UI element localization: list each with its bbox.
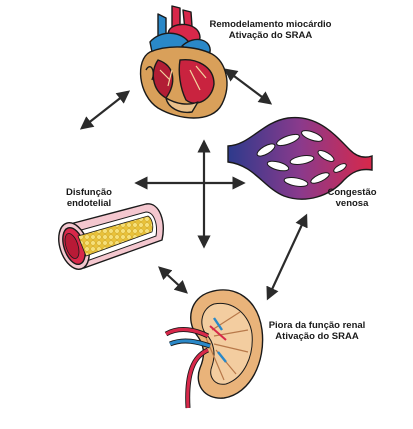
label-heart: Remodelamento miocárdio Ativação do SRAA <box>203 19 338 41</box>
label-endo-line1: Disfunção <box>66 187 112 198</box>
arrow-venous-renal <box>266 213 308 301</box>
arrow-heart-venous <box>223 68 273 105</box>
blood-vessel-icon <box>58 203 164 270</box>
label-renal: Piora da função renal Ativação do SRAA <box>262 320 372 342</box>
label-renal-line2: Ativação do SRAA <box>275 331 359 342</box>
label-heart-line2: Ativação do SRAA <box>228 30 313 41</box>
label-venous-line1: Congestão <box>327 187 377 198</box>
label-renal-line1: Piora da função renal <box>268 320 366 331</box>
kidney-icon <box>164 289 264 409</box>
label-venous: Congestão venosa <box>322 187 382 209</box>
label-venous-line2: venosa <box>335 198 369 209</box>
label-endo-line2: endotelial <box>66 198 112 209</box>
label-heart-line1: Remodelamento miocárdio <box>209 19 332 30</box>
heart-icon <box>139 5 228 119</box>
arrow-endo-renal <box>158 266 188 294</box>
vein-network-icon <box>227 116 373 200</box>
label-endothelial: Disfunção endotelial <box>58 187 120 209</box>
arrow-heart-endo <box>79 90 131 130</box>
connection-arrows <box>79 68 308 301</box>
